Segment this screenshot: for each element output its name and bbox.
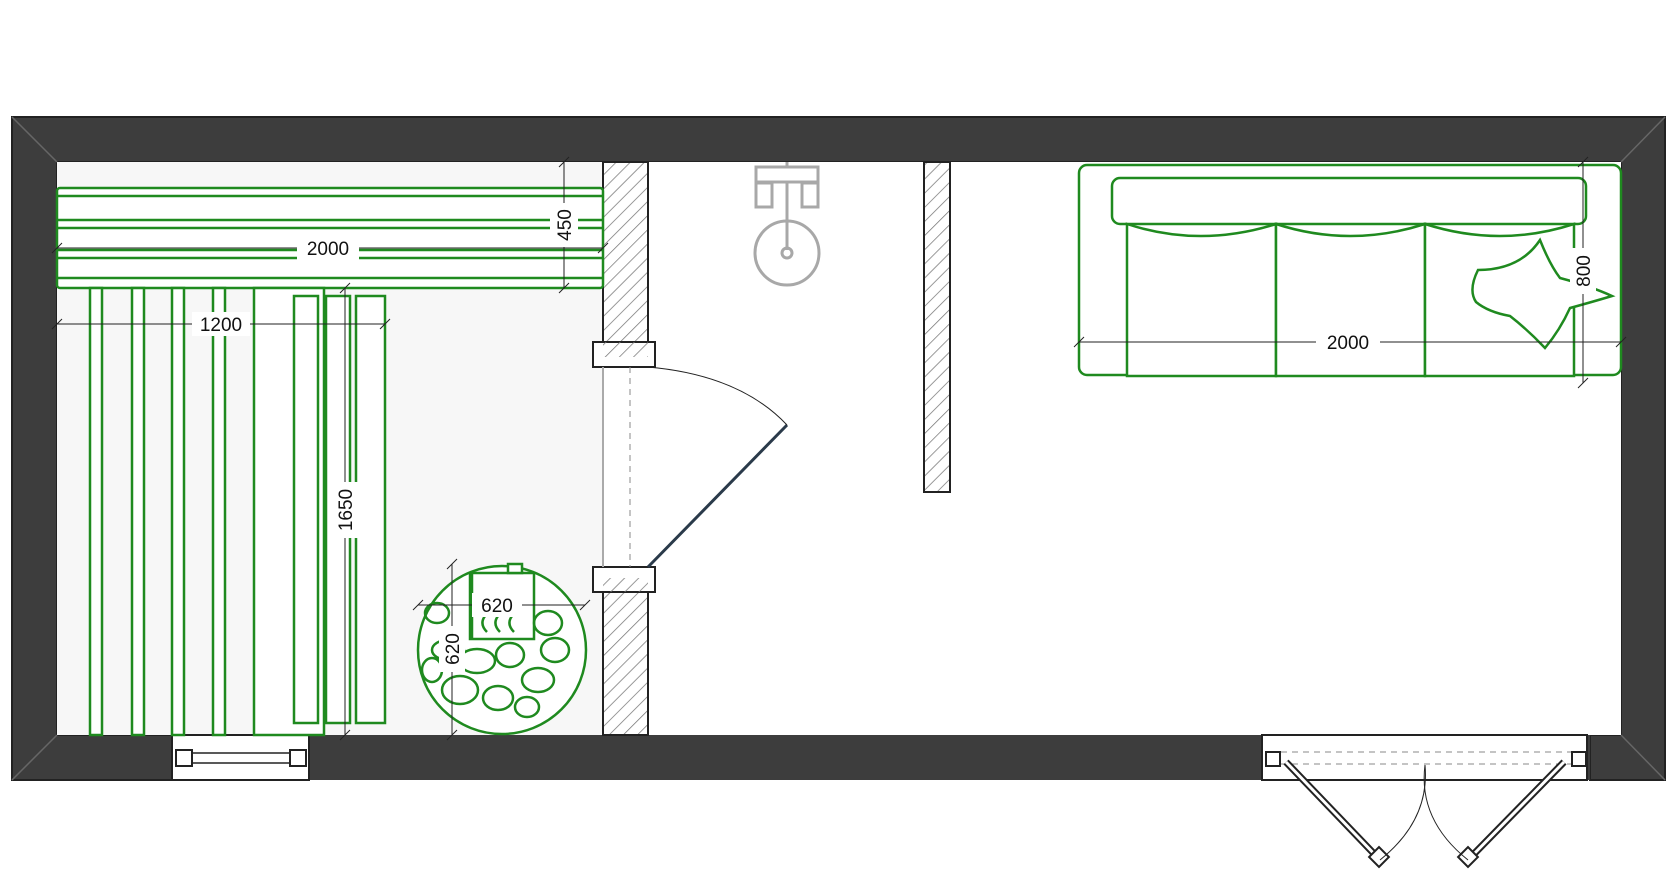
dimension-sofa-length xyxy=(1073,330,1627,354)
partition-wall xyxy=(592,161,656,736)
label-sofa-depth: 800 xyxy=(1574,255,1595,287)
sauna-door xyxy=(602,366,789,569)
label-lower-bench-length: 1650 xyxy=(336,489,357,531)
label-stove-depth: 620 xyxy=(443,633,464,665)
interior-wall xyxy=(923,161,951,493)
dimension-sofa-depth xyxy=(1570,156,1596,389)
label-stove-width: 620 xyxy=(481,596,513,617)
lower-bench xyxy=(88,286,387,737)
dimension-upper-bench-depth xyxy=(550,156,578,294)
dimension-lower-bench-width xyxy=(51,312,391,336)
label-upper-bench-depth: 450 xyxy=(555,209,576,241)
sofa xyxy=(1077,163,1623,378)
dimension-lower-bench-length xyxy=(331,282,359,741)
dimension-upper-bench-length xyxy=(51,236,609,260)
shower-icon xyxy=(753,162,821,287)
dimension-stove-width xyxy=(412,593,591,617)
label-lower-bench-width: 1200 xyxy=(200,315,242,336)
entrance-door xyxy=(1261,734,1588,869)
dimension-stove-depth xyxy=(439,558,465,741)
sauna-window xyxy=(171,734,310,781)
label-upper-bench-length: 2000 xyxy=(307,239,349,260)
label-sofa-length: 2000 xyxy=(1327,333,1369,354)
